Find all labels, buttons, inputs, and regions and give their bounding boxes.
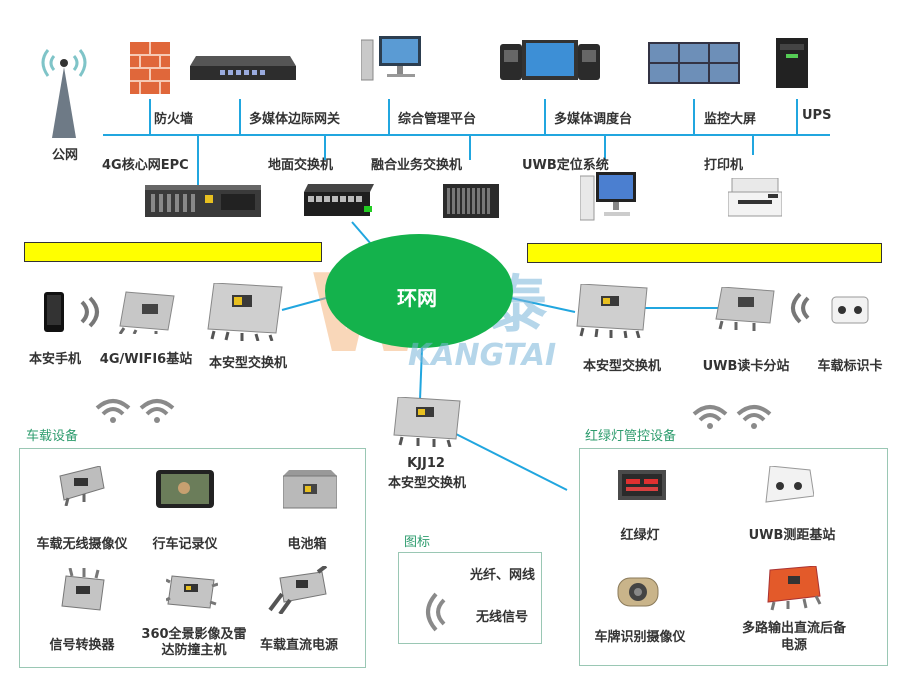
intrinsic-phone-icon: [44, 292, 64, 332]
traffic-box-title: 红绿灯管控设备: [585, 429, 677, 444]
battery-box-icon: [283, 470, 337, 509]
traffic-item-4-label: 多路输出直流后备电源: [742, 621, 847, 653]
legend-fiber-label: 光纤、网线: [470, 568, 536, 583]
intrinsic-switch-right-icon: [576, 284, 648, 338]
printer-label: 打印机: [704, 158, 744, 173]
public-network-label: 公网: [52, 148, 79, 163]
vehicle-dc-power-icon: [268, 566, 328, 614]
vehicle-card-icon: [831, 296, 869, 324]
wifi-wave-icon-reader: [791, 292, 810, 324]
left-switch-label: 本安型交换机: [208, 356, 288, 371]
vehicle-item-4-label: 信号转换器: [49, 638, 115, 653]
firewall-label: 防火墙: [154, 112, 194, 127]
ring-network-label: 环网: [397, 286, 437, 310]
driving-recorder-icon: [156, 470, 214, 508]
traffic-item-3-label: 车牌识别摄像仪: [594, 630, 686, 645]
legend-title: 图标: [404, 535, 431, 550]
vehicle-wireless-camera-icon: [59, 466, 105, 506]
dispatch-console-icon: [500, 40, 600, 80]
base-station-label: 4G/WIFI6基站: [99, 352, 193, 367]
uwb-ranging-station-icon: [765, 466, 814, 503]
kjj12-model-label: KJJ12: [407, 456, 445, 471]
vehicle-item-6-label: 车载直流电源: [259, 638, 339, 653]
cell-tower-icon: [41, 49, 87, 138]
phone-label: 本安手机: [28, 352, 82, 367]
watermark-en: KANGTAI: [408, 338, 557, 373]
uwb-system-label: UWB定位系统: [522, 158, 609, 173]
legend-wireless-icon: [426, 592, 446, 632]
legend-box: [398, 552, 542, 644]
ground-switch-icon: [304, 184, 374, 216]
uwb-positioning-pc-icon: [580, 172, 636, 221]
core-4g-label: 4G核心网EPC: [102, 158, 189, 173]
right-switch-label: 本安型交换机: [582, 359, 662, 374]
wireless-icon-left: [95, 399, 175, 423]
signal-converter-icon: [61, 568, 105, 611]
vehicle-card-label: 车载标识卡: [817, 359, 883, 374]
right-yellow-bar: [527, 243, 882, 263]
backup-power-icon: [767, 566, 822, 611]
vehicle-item-2-label: 行车记录仪: [152, 537, 218, 552]
ring-network: [325, 234, 513, 348]
left-yellow-bar: [24, 242, 322, 262]
plate-recognition-camera-icon: [617, 577, 659, 607]
ups-icon: [776, 38, 808, 88]
video-wall-icon: [648, 42, 740, 84]
intrinsic-switch-left-icon: [207, 283, 283, 341]
vehicle-item-1-label: 车载无线摄像仪: [36, 537, 128, 552]
monitor-screen-label: 监控大屏: [704, 112, 757, 127]
uwb-reader-icon: [715, 287, 775, 331]
uwb-reader-label: UWB读卡分站: [702, 359, 790, 374]
management-platform-label: 综合管理平台: [398, 112, 477, 127]
vehicle-item-3-label: 电池箱: [287, 537, 327, 552]
traffic-item-1-label: 红绿灯: [620, 528, 660, 543]
traffic-item-2-label: UWB测距基站: [748, 528, 836, 543]
dispatch-console-label: 多媒体调度台: [554, 112, 633, 127]
ring-uplink-line: [351, 221, 372, 245]
legend-wireless-label: 无线信号: [476, 610, 529, 625]
vehicle-box-title: 车载设备: [26, 429, 79, 444]
management-pc-icon: [361, 36, 421, 81]
base-station-icon: [118, 291, 175, 334]
fusion-switch-label: 融合业务交换机: [371, 158, 463, 173]
panoramic-radar-host-icon: [166, 575, 218, 609]
ground-switch-label: 地面交换机: [268, 158, 334, 173]
gateway-device-icon: [190, 56, 296, 80]
kjj12-switch-icon: [393, 397, 461, 447]
ups-label: UPS: [802, 108, 832, 123]
wifi-wave-icon-phone: [80, 296, 99, 328]
vehicle-item-5-label: 360全景影像及雷达防撞主机: [141, 627, 247, 658]
epc-server-icon: [145, 185, 261, 217]
wireless-icon-right: [692, 405, 772, 429]
kjj12-name-label: 本安型交换机: [387, 476, 467, 491]
printer-icon: [728, 178, 782, 217]
fusion-switch-icon: [443, 184, 499, 218]
media-gateway-label: 多媒体边际网关: [249, 112, 341, 127]
traffic-light-panel-icon: [618, 470, 666, 500]
firewall-icon: [130, 42, 170, 94]
